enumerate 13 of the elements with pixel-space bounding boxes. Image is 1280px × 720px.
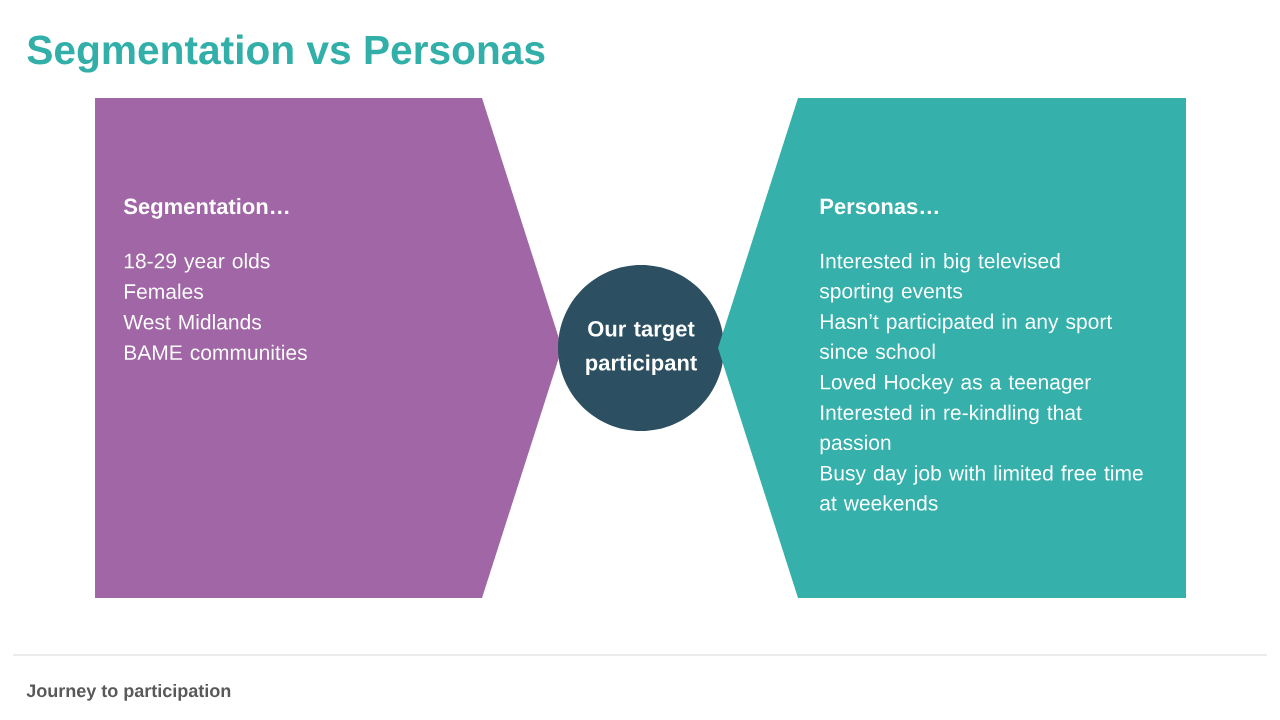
panel-heading: Segmentation… (123, 198, 289, 219)
panel-heading: Personas… (820, 198, 938, 215)
list-item: BAME communities (125, 344, 307, 361)
list-item: Loved Hockey as a teenager (821, 374, 1091, 394)
list-item: Busy day job with limited free time at weekends (820, 465, 1143, 511)
list-item: Interested in big televised sporting events (819, 253, 1060, 303)
list-item: Hasn’t participated in any sport since school (819, 313, 1113, 359)
footer-text: Journey to participation (26, 683, 231, 701)
list-item: Interested in re-kindling that passion (820, 404, 1082, 455)
list-item: Females (125, 283, 204, 299)
slide-title: Segmentation vs Personas (27, 34, 545, 73)
list-item: 18-29 year olds (124, 253, 270, 273)
list-item: West Midlands (123, 314, 261, 330)
